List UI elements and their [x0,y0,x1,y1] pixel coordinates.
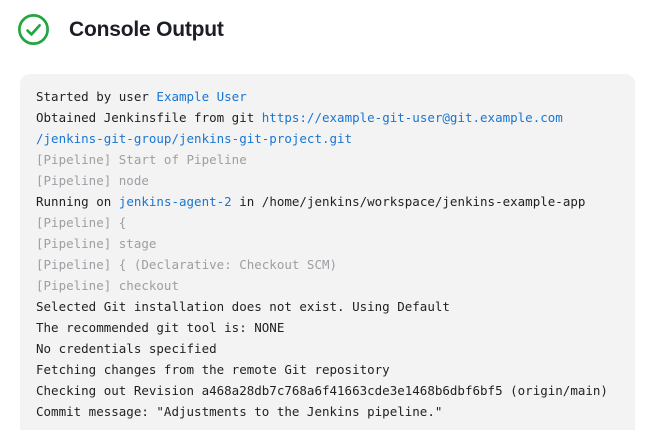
console-text: in /home/jenkins/workspace/jenkins-examp… [231,194,586,209]
console-text: Obtained Jenkinsfile from git [36,110,262,125]
console-line: [Pipeline] Start of Pipeline [36,149,619,170]
console-line: Selected Git installation does not exist… [36,296,619,317]
console-text: Commit message: "Adjustments to the Jenk… [36,404,443,419]
console-text: Running on [36,194,119,209]
console-line: [Pipeline] { [36,212,619,233]
console-text: No credentials specified [36,341,217,356]
console-link[interactable]: https://example-git-user@git.example.com [261,110,563,125]
console-line: The recommended git tool is: NONE [36,317,619,338]
console-text-muted: [Pipeline] node [36,173,149,188]
console-line: [Pipeline] { (Declarative: Checkout SCM) [36,254,619,275]
console-line: Started by user Example User [36,86,619,107]
console-line: [Pipeline] node [36,170,619,191]
console-text-muted: [Pipeline] checkout [36,278,179,293]
console-text: Selected Git installation does not exist… [36,299,450,314]
console-text: Started by user [36,89,157,104]
console-line: /jenkins-git-group/jenkins-git-project.g… [36,128,619,149]
console-link[interactable]: /jenkins-git-group/jenkins-git-project.g… [36,131,353,146]
console-text-muted: [Pipeline] { (Declarative: Checkout SCM) [36,257,338,272]
console-line: Checking out Revision a468a28db7c768a6f4… [36,380,619,401]
page-header: Console Output [17,13,650,46]
console-text-muted: [Pipeline] stage [36,236,157,251]
console-text-muted: [Pipeline] { [36,215,127,230]
console-text: Checking out Revision a468a28db7c768a6f4… [36,383,608,398]
success-check-icon [18,14,49,45]
console-line: Fetching changes from the remote Git rep… [36,359,619,380]
console-text: The recommended git tool is: NONE [36,320,285,335]
console-link[interactable]: jenkins-agent-2 [118,194,232,209]
console-line: [Pipeline] stage [36,233,619,254]
console-text: Fetching changes from the remote Git rep… [36,362,390,377]
console-line: [Pipeline] checkout [36,275,619,296]
console-line: Commit message: "Adjustments to the Jenk… [36,401,619,422]
console-line: Obtained Jenkinsfile from git https://ex… [36,107,619,128]
page-title: Console Output [69,17,224,41]
console-line: Running on jenkins-agent-2 in /home/jenk… [36,191,619,212]
console-line: No credentials specified [36,338,619,359]
console-link[interactable]: Example User [156,89,247,104]
console-text-muted: [Pipeline] Start of Pipeline [36,152,247,167]
